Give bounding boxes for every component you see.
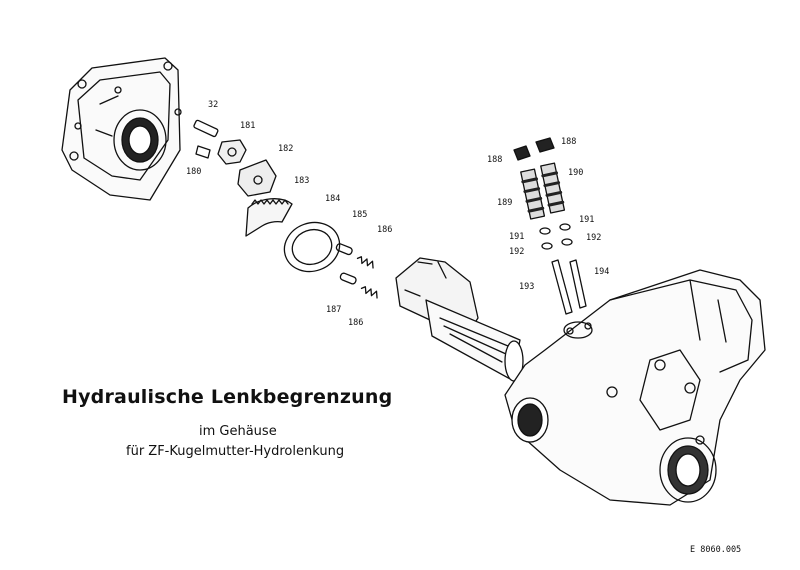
part-label-186: 186 [377,225,392,235]
part-label-194: 194 [594,267,609,277]
part-label-192: 192 [509,247,524,257]
small-parts-valve-group [193,119,293,237]
steering-gear-housing [504,269,766,506]
part-label-32: 32 [208,100,218,110]
diagram-subtitle-line1: im Gehäuse [199,424,277,439]
drawing-reference-number: E 8060.005 [690,545,742,555]
steering-shaft [395,257,524,382]
part-label-183: 183 [294,176,309,186]
valve-insert-parts [513,137,587,315]
pins-and-springs [335,243,378,299]
part-label-186: 186 [348,318,363,328]
part-label-184: 184 [325,194,340,204]
part-label-190: 190 [568,168,583,178]
part-label-191: 191 [579,215,594,225]
part-label-181: 181 [240,121,255,131]
part-label-193: 193 [519,282,534,292]
retaining-ring [283,221,341,273]
part-label-189: 189 [497,198,512,208]
part-label-191: 191 [509,232,524,242]
part-label-188: 188 [561,137,576,147]
housing-cover [61,57,182,201]
diagram-subtitle-line2: für ZF-Kugelmutter-Hydrolenkung [126,444,345,459]
part-label-187: 187 [326,305,341,315]
part-label-192: 192 [586,233,601,243]
part-label-180: 180 [186,167,201,177]
part-label-185: 185 [352,210,367,220]
part-number-labels: 32 181 182 180 183 184 185 186 187 186 1… [186,100,609,328]
diagram-title: Hydraulische Lenkbegrenzung [62,386,393,408]
part-label-182: 182 [278,144,293,154]
part-label-188: 188 [487,155,502,165]
